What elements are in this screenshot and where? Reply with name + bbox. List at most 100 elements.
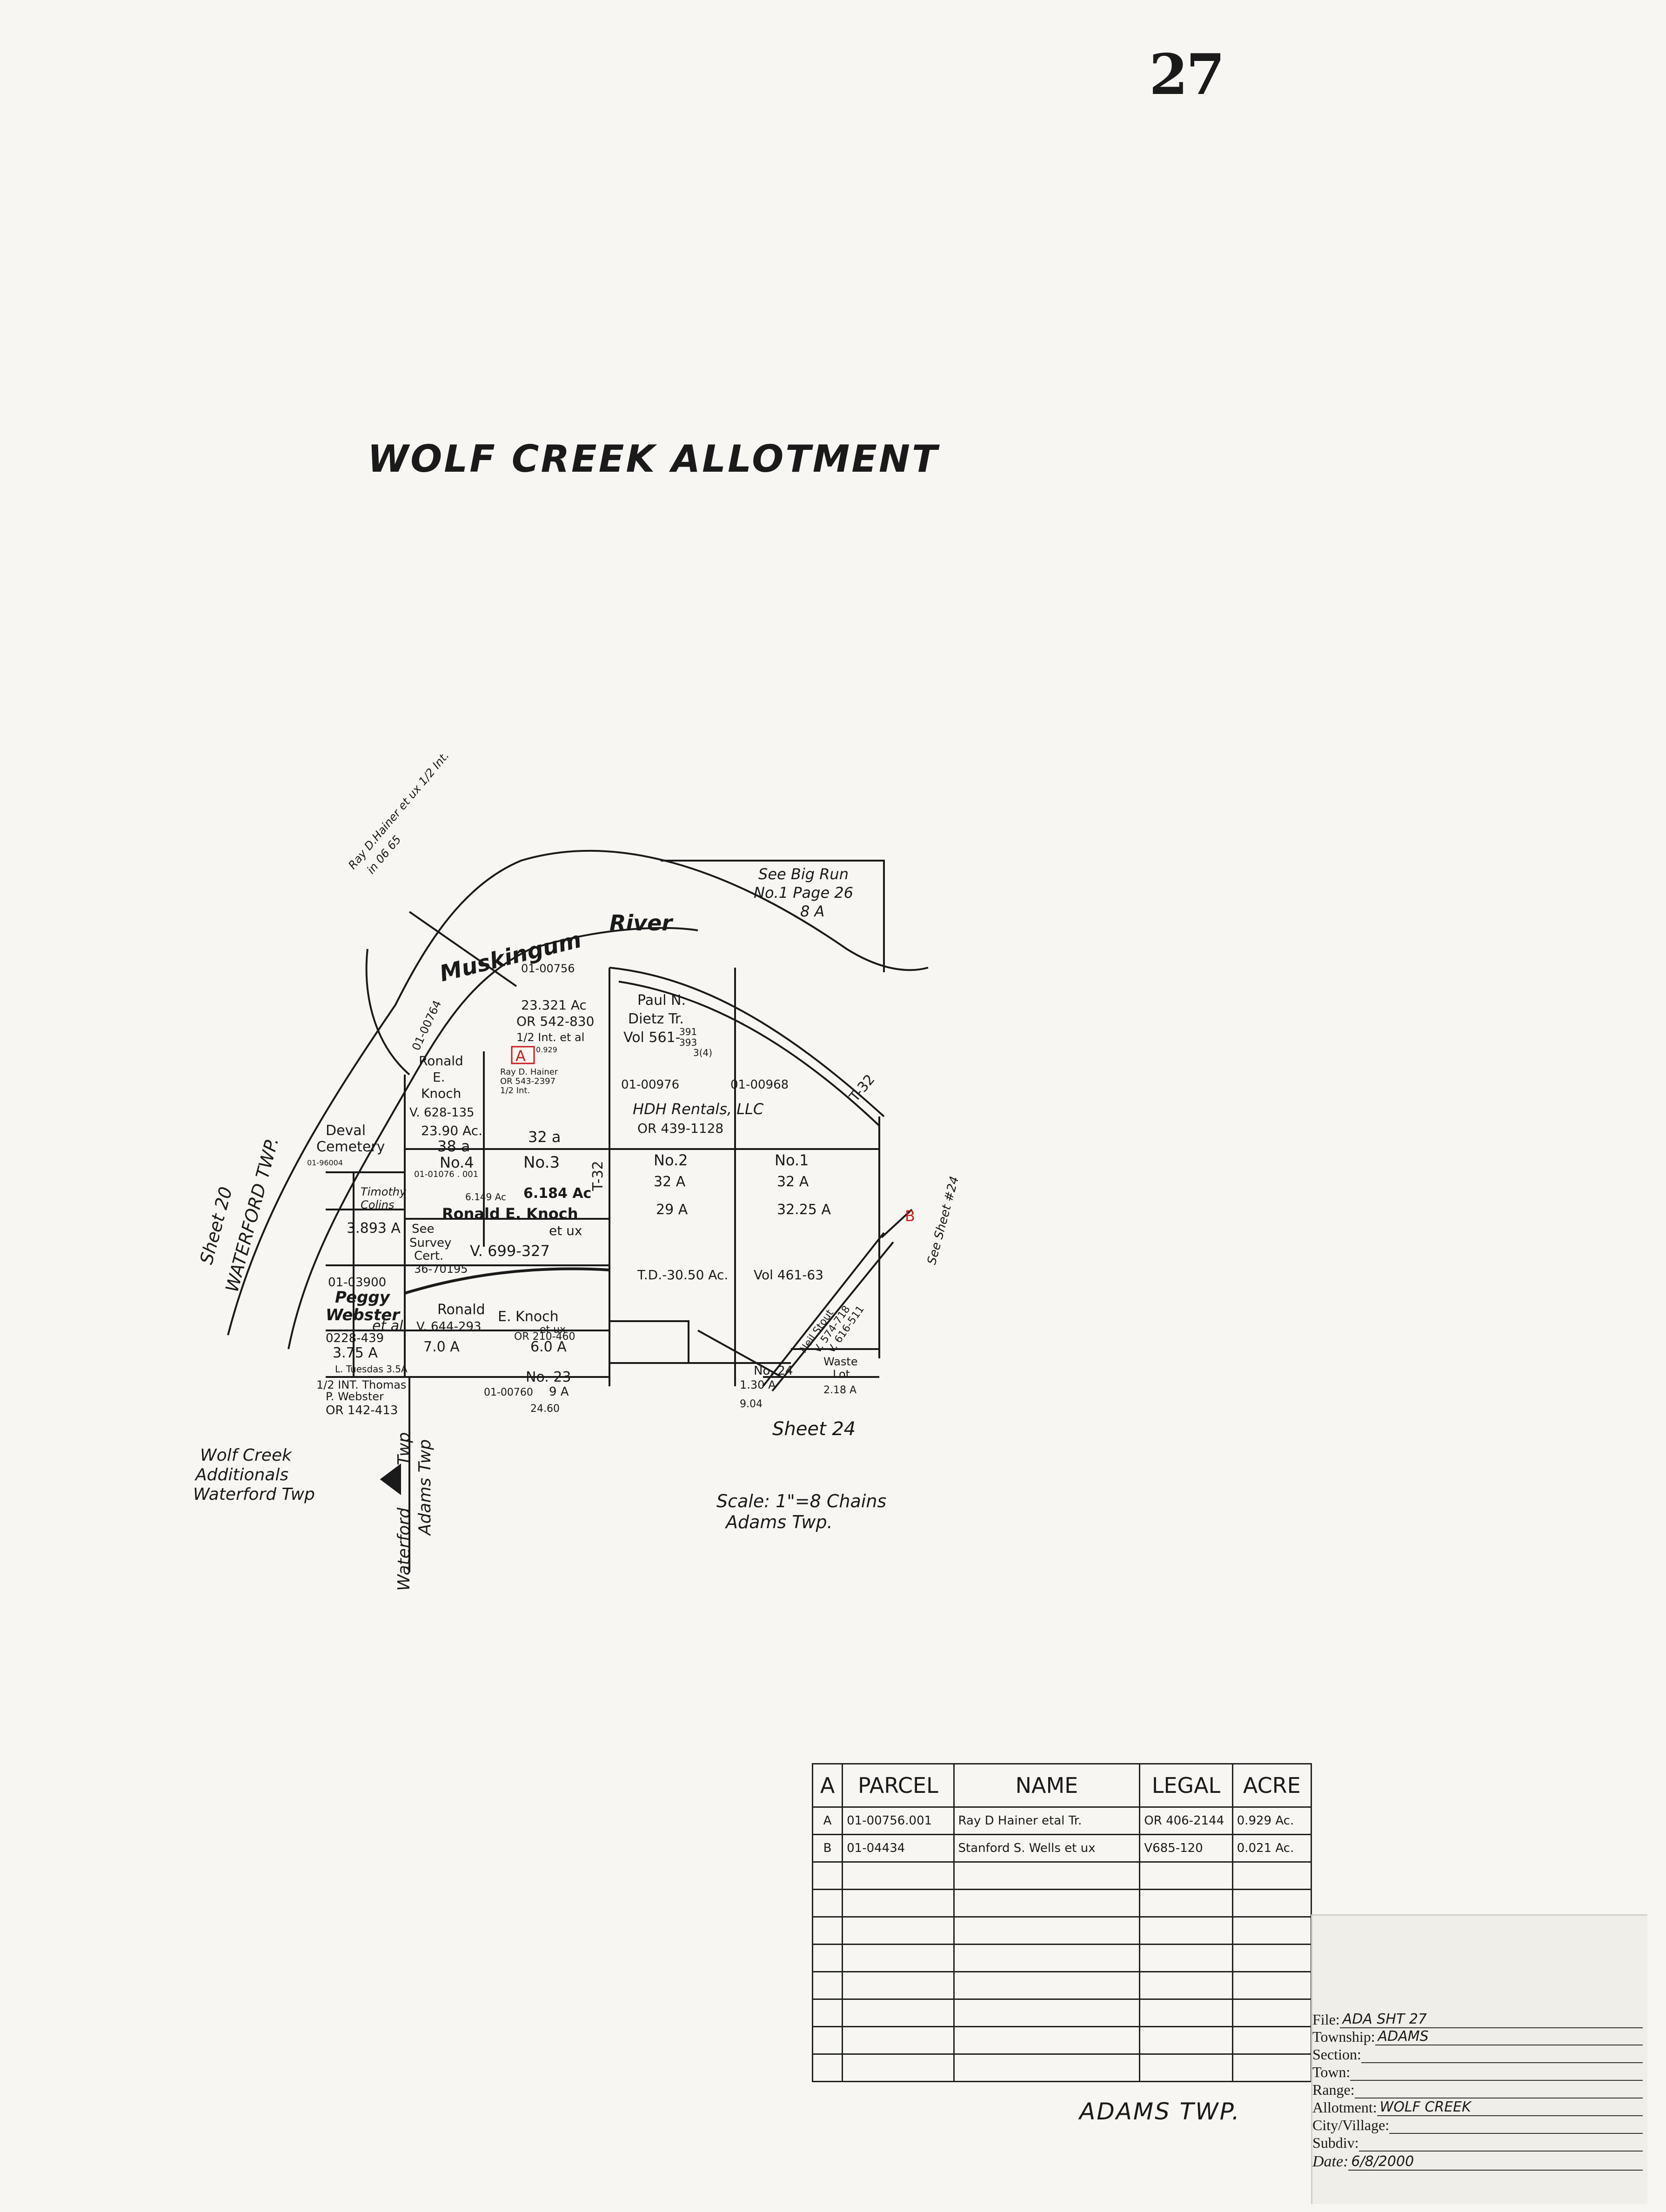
lot1-acre: 32 A — [777, 1174, 809, 1190]
marker-a-acre: 0.929 — [536, 1045, 557, 1054]
dietz-ref-2: 393 — [679, 1037, 697, 1048]
marker-b: B — [905, 1207, 915, 1225]
leader-hainer — [408, 911, 517, 987]
row-key: B — [811, 1834, 843, 1863]
e-knoch-4: 6.0 A — [530, 1339, 567, 1355]
e-knoch-1: E. Knoch — [498, 1309, 559, 1325]
tb-township-value: ADAMS — [1378, 2028, 1429, 2045]
wolf-creek-add-1: Wolf Creek — [200, 1446, 293, 1465]
empty-row — [811, 2053, 1312, 2082]
lot1-no: No.1 — [775, 1151, 809, 1169]
leader-b — [881, 1209, 913, 1238]
peggy-or: 0228-439 — [326, 1331, 384, 1345]
row-parcel: 01-00756.001 — [842, 1806, 955, 1835]
lot4-no: No.4 — [440, 1154, 474, 1171]
tb-subdiv-row: Subdiv: — [1312, 2134, 1647, 2152]
wolf-creek-add-2: Additionals — [194, 1465, 288, 1484]
deval-1: Deval — [326, 1123, 366, 1139]
sheet24: Sheet 24 — [772, 1418, 856, 1440]
hainer-small-2: OR 543-2397 — [500, 1076, 555, 1086]
timothy: Timothy — [361, 1185, 407, 1198]
lot4-acre: 38 a — [437, 1137, 470, 1155]
empty-row — [811, 1889, 1312, 1918]
lot2-acre: 32 A — [654, 1174, 686, 1190]
tb-city-row: City/Village: — [1312, 2117, 1647, 2134]
tb-range-label: Range: — [1312, 2081, 1355, 2098]
parcel-id-976: 01-00976 — [621, 1078, 679, 1092]
ronald-small-acre: 6.149 Ac — [465, 1191, 506, 1203]
empty-row — [811, 1916, 1312, 1945]
big-run-2: No.1 Page 26 — [754, 884, 853, 902]
river-name-1: Muskingum — [437, 927, 584, 987]
empty-row — [811, 1971, 1312, 2000]
parcel-a-acres-2: OR 542-830 — [516, 1014, 594, 1029]
tb-subdiv-label: Subdiv: — [1312, 2134, 1359, 2151]
hatched-line — [404, 1267, 610, 1295]
col-header-parcel: PARCEL — [842, 1763, 955, 1808]
marker-a: A — [515, 1047, 526, 1065]
col-header-legal: LEGAL — [1139, 1763, 1233, 1808]
tb-section-label: Section: — [1312, 2046, 1361, 2063]
no24: No. 24 — [754, 1364, 793, 1378]
parcel-id-756: 01-00756 — [521, 962, 575, 975]
table-row: B 01-04434 Stanford S. Wells et ux V685-… — [811, 1834, 1312, 1863]
peggy-acres: 3.75 A — [333, 1345, 378, 1361]
peggy-1: Peggy — [335, 1288, 391, 1307]
ronald-3: Knoch — [421, 1086, 461, 1101]
tb-file-value: ADA SHT 27 — [1342, 2011, 1427, 2027]
ronald-lower-1: Ronald — [437, 1302, 485, 1318]
road-curve-2 — [618, 981, 880, 1127]
td-acres: T.D.-30.50 Ac. — [637, 1267, 728, 1283]
footer-township: ADAMS TWP. — [1079, 2098, 1241, 2125]
survey-2: Survey — [409, 1236, 451, 1250]
arc-left — [365, 949, 410, 1076]
webster-2: 1/2 INT. Thomas — [316, 1378, 407, 1391]
hainer-small-3: 1/2 Int. — [500, 1086, 530, 1096]
see-sheet-24-side: See Sheet #24 — [925, 1175, 962, 1266]
waste-1: Waste — [823, 1355, 858, 1368]
river-bank-inner — [288, 927, 698, 1350]
survey-1: See — [412, 1222, 435, 1236]
tb-section-row: Section: — [1312, 2046, 1647, 2063]
tb-town-row: Town: — [1312, 2064, 1647, 2081]
ronald-mid-acre: 6.184 Ac — [523, 1185, 591, 1202]
big-run-3: 8 A — [800, 902, 824, 920]
ronald-mid-name: Ronald E. Knoch — [442, 1205, 578, 1223]
row-acre: 0.929 Ac. — [1231, 1806, 1312, 1835]
tb-date-label: Date: — [1312, 2153, 1349, 2170]
no23-2: 9 A — [549, 1385, 569, 1399]
waste-2: Lot — [833, 1368, 850, 1381]
lot2-no: No.2 — [654, 1151, 688, 1169]
peggy-id: 01-03900 — [328, 1276, 386, 1290]
row-acre: 0.021 Ac. — [1231, 1834, 1312, 1863]
paul-dietz-2: Dietz Tr. — [628, 1011, 684, 1027]
parcel-id-968: 01-00968 — [730, 1078, 789, 1092]
parcel-id-764: 01-00764 — [409, 998, 444, 1053]
lot3-acre: 32 a — [528, 1128, 561, 1146]
west-lines — [326, 1075, 406, 1377]
sheet20: Sheet 20 — [196, 1184, 236, 1266]
wolf-creek-add-3: Waterford Twp — [193, 1485, 315, 1504]
e-knoch-2: et ux — [540, 1324, 566, 1336]
tim-acres: 3.893 A — [347, 1220, 401, 1236]
peggy-2: Webster — [326, 1306, 401, 1324]
waterford-label: Waterford — [395, 1507, 414, 1591]
t32-a: T-32 — [590, 1161, 606, 1191]
river-bank-outer — [227, 850, 929, 1336]
webster-3: P. Webster — [326, 1390, 384, 1403]
tb-city-label: City/Village: — [1312, 2117, 1390, 2133]
webster-4: OR 142-413 — [326, 1403, 398, 1417]
col-header-key: A — [811, 1763, 843, 1808]
deval-2: Cemetery — [316, 1139, 385, 1155]
tb-range-row: Range: — [1312, 2081, 1647, 2098]
paul-dietz-1: Paul N. — [637, 992, 686, 1009]
ronald-small-id: 01-01076 . 001 — [414, 1169, 478, 1179]
dietz-ref-1: 391 — [679, 1026, 697, 1037]
deval-id: 01-96004 — [307, 1158, 343, 1167]
lower-parcels — [609, 1320, 879, 1378]
no23-1: No. 23 — [526, 1369, 571, 1385]
tb-township-label: Township: — [1312, 2028, 1375, 2045]
col-header-name: NAME — [953, 1763, 1141, 1808]
row-name: Ray D Hainer etal Tr. — [953, 1806, 1141, 1835]
